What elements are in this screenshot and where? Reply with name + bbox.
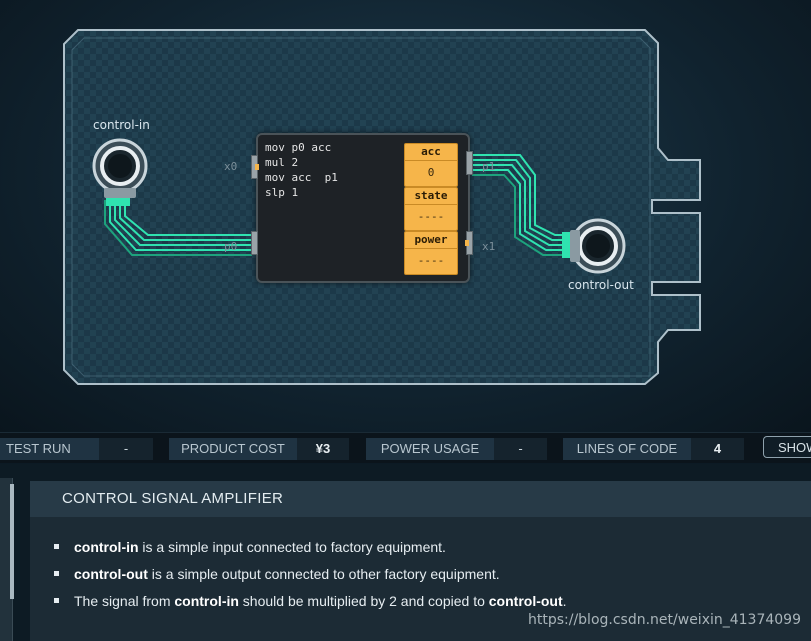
- stat-lines-of-code-label: LINES OF CODE: [576, 441, 678, 456]
- description-bullet: The signal from control-in should be mul…: [54, 593, 567, 609]
- game-board-area: control-in control-out x0 p0 p1 x1 mov p…: [0, 0, 811, 432]
- connector-out: [562, 232, 570, 258]
- control-out-label: control-out: [568, 278, 634, 292]
- bullet-text: should be multiplied by 2 and copied to: [238, 593, 489, 609]
- wire-control-in: [104, 200, 252, 256]
- puzzle-title: CONTROL SIGNAL AMPLIFIER: [30, 481, 811, 517]
- pin-x0-indicator: [255, 164, 259, 170]
- register-state: state ----: [404, 187, 458, 231]
- watermark: https://blog.csdn.net/weixin_41374099: [527, 612, 801, 628]
- show-button[interactable]: SHOW: [763, 436, 811, 458]
- bullet-text: is a simple output connected to other fa…: [147, 566, 500, 582]
- status-bar: TEST RUN - PRODUCT COST ¥3 POWER USAGE -…: [0, 432, 811, 463]
- register-acc: acc 0: [404, 143, 458, 187]
- register-power-name: power: [405, 232, 457, 249]
- description-bullet: control-out is a simple output connected…: [54, 566, 500, 582]
- bullet-text: is a simple input connected to factory e…: [138, 539, 446, 555]
- stat-product-cost-value: ¥3: [297, 438, 349, 460]
- bullet-dot: [54, 543, 59, 549]
- pin-p0-label: p0: [224, 240, 238, 253]
- side-tab-handle[interactable]: [10, 484, 14, 599]
- stat-test-run-label: TEST RUN: [6, 441, 71, 456]
- register-power-value: ----: [417, 254, 445, 267]
- bullet-bold-text: control-out: [74, 566, 148, 582]
- bullet-text: The signal from: [74, 593, 175, 609]
- wire-control-out: [472, 154, 566, 256]
- pin-p1[interactable]: [466, 151, 473, 175]
- pin-p1-label: p1: [482, 160, 496, 173]
- stat-product-cost: PRODUCT COST ¥3: [169, 438, 349, 460]
- stat-power-usage-label: POWER USAGE: [380, 441, 480, 456]
- register-acc-value: 0: [427, 166, 435, 179]
- register-acc-name: acc: [405, 144, 457, 161]
- register-state-name: state: [405, 188, 457, 205]
- description-panel: CONTROL SIGNAL AMPLIFIER control-in is a…: [30, 481, 811, 641]
- microcontroller-chip[interactable]: mov p0 acc mul 2 mov acc p1 slp 1 acc 0 …: [251, 133, 473, 283]
- stat-lines-of-code-value: 4: [691, 438, 744, 460]
- description-area: CONTROL SIGNAL AMPLIFIER control-in is a…: [0, 464, 811, 641]
- description-bullet: control-in is a simple input connected t…: [54, 539, 446, 555]
- bullet-bold-text: control-in: [174, 593, 239, 609]
- control-out-port[interactable]: [570, 218, 626, 274]
- pin-x0-label: x0: [224, 160, 238, 173]
- control-in-label: control-in: [93, 118, 150, 132]
- bullet-dot: [54, 597, 59, 603]
- bullet-bold-text: control-out: [488, 593, 563, 609]
- stat-test-run: TEST RUN -: [0, 438, 153, 460]
- connector-in: [106, 198, 130, 206]
- stat-power-usage-value: -: [494, 438, 547, 460]
- bullet-bold-text: control-in: [74, 539, 139, 555]
- register-power: power ----: [404, 231, 458, 275]
- bullet-dot: [54, 570, 59, 576]
- stat-test-run-value: -: [99, 438, 153, 460]
- pin-p0[interactable]: [251, 231, 258, 255]
- pin-x1-indicator: [465, 240, 469, 246]
- code-editor[interactable]: mov p0 acc mul 2 mov acc p1 slp 1: [265, 141, 338, 199]
- stat-power-usage: POWER USAGE -: [366, 438, 547, 460]
- control-in-port[interactable]: [92, 138, 148, 198]
- stat-lines-of-code: LINES OF CODE 4: [563, 438, 744, 460]
- register-state-value: ----: [417, 210, 445, 223]
- pin-x1-label: x1: [482, 240, 496, 253]
- stat-product-cost-label: PRODUCT COST: [181, 441, 285, 456]
- bullet-text: .: [562, 593, 567, 609]
